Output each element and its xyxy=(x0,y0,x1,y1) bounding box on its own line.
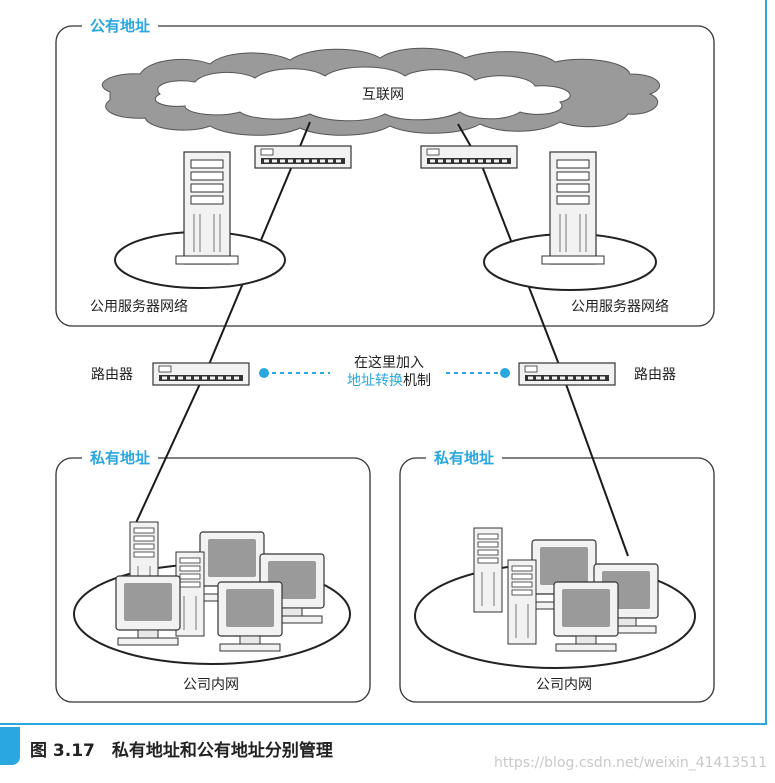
nat-note-line1: 在这里加入 xyxy=(354,355,424,371)
server-network-left-label: 公用服务器网络 xyxy=(90,299,188,315)
lan-right-label: 公司内网 xyxy=(536,677,592,693)
figure-caption-bar: 图 3.17 私有地址和公有地址分别管理 xyxy=(0,727,767,773)
server-right-icon xyxy=(541,151,605,265)
nat-note: 在这里加入 地址转换机制 xyxy=(334,354,444,390)
router-right-label: 路由器 xyxy=(634,367,676,383)
internet-label: 互联网 xyxy=(362,87,404,103)
router-left-icon xyxy=(152,362,250,386)
private-zone-right-box xyxy=(399,457,715,703)
private-zone-left-box xyxy=(55,457,371,703)
pc-tower-icon xyxy=(507,559,537,645)
switch-left-icon xyxy=(254,145,352,169)
figure-frame xyxy=(0,0,767,725)
server-network-right-label: 公用服务器网络 xyxy=(571,299,669,315)
nat-note-line2: 地址转换机制 xyxy=(334,372,444,390)
internet-cloud xyxy=(101,47,660,136)
switch-right-icon xyxy=(420,145,518,169)
server-left-icon xyxy=(175,151,239,265)
private-zone-right-label: 私有地址 xyxy=(426,448,503,468)
caption-accent-tab xyxy=(0,727,20,765)
public-zone-box xyxy=(55,25,715,327)
lan-left-label: 公司内网 xyxy=(183,677,239,693)
router-left-label: 路由器 xyxy=(91,367,133,383)
nat-indicator xyxy=(259,368,510,378)
figure-caption: 图 3.17 私有地址和公有地址分别管理 xyxy=(30,741,333,761)
nat-note-rest: 机制 xyxy=(403,373,431,389)
nat-note-accent: 地址转换 xyxy=(347,373,403,389)
watermark: https://blog.csdn.net/weixin_41413511 xyxy=(493,755,767,771)
public-zone-label: 公有地址 xyxy=(82,16,159,36)
pc-tower-icon xyxy=(473,527,503,613)
private-zone-left-label: 私有地址 xyxy=(82,448,159,468)
router-right-icon xyxy=(518,362,616,386)
